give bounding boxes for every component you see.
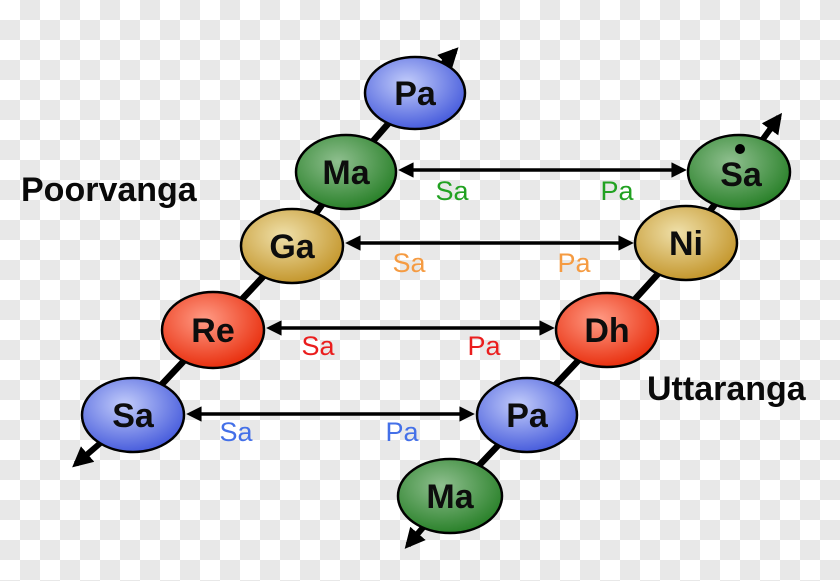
node-ma-bottom [396,457,504,535]
node-label: Pa [394,75,437,113]
shift-label-row3-right: Pa [467,331,501,361]
node-label: Ma [322,154,370,192]
node-pa-top [363,55,467,131]
node-label: Dh [584,312,629,350]
shift-label-row4-right: Pa [385,417,419,447]
shift-label-row1-left: Sa [435,176,469,206]
node-ni [633,204,739,282]
node-sa-high [686,133,792,211]
node-sa-low [80,376,186,454]
shift-label-row3-left: Sa [301,331,335,361]
node-label: Re [191,312,234,350]
shift-label-row2-left: Sa [392,248,426,278]
node-re [160,290,266,370]
node-pa-right [475,376,579,454]
node-label: Sa [720,156,763,194]
shift-label-row1-right: Pa [600,176,634,206]
octave-dot [735,144,745,154]
shift-label-row2-right: Pa [557,248,591,278]
shift-label-row4-left: Sa [219,417,253,447]
node-label: Pa [506,397,549,435]
node-label: Ma [426,478,474,516]
node-label: Ni [669,225,703,263]
poorvanga-title: Poorvanga [21,171,198,209]
node-label: Sa [112,397,155,435]
node-dh [554,291,660,369]
node-ga [239,207,345,285]
uttaranga-title: Uttaranga [647,370,807,408]
node-label: Ga [269,228,315,266]
node-ma-left [294,133,398,211]
